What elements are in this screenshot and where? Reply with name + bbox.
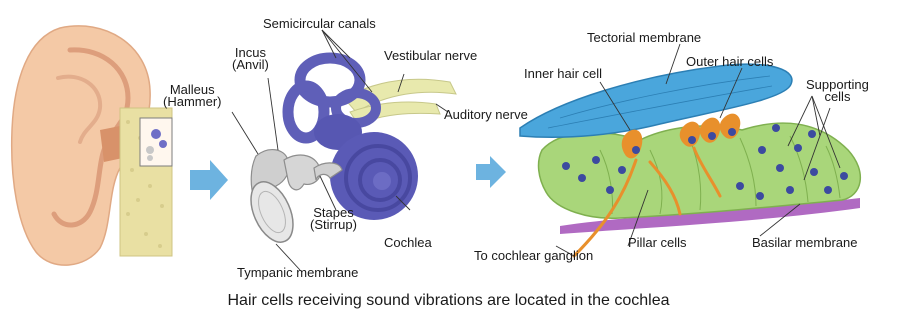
label-incus-common: (Anvil) xyxy=(232,59,269,71)
label-semicircular-canals: Semicircular canals xyxy=(263,17,376,30)
label-supporting-cells: Supporting cells xyxy=(806,79,869,103)
label-basilar-membrane: Basilar membrane xyxy=(752,236,858,249)
label-inner-hair-cell: Inner hair cell xyxy=(524,67,602,80)
outer-ear-illustration xyxy=(12,26,172,265)
label-stapes: Stapes (Stirrup) xyxy=(310,207,357,231)
label-cochlea: Cochlea xyxy=(384,236,432,249)
label-outer-hair-cells: Outer hair cells xyxy=(686,55,773,68)
label-tectorial-membrane: Tectorial membrane xyxy=(587,31,701,44)
label-tympanic-membrane: Tympanic membrane xyxy=(237,266,358,279)
label-incus: Incus (Anvil) xyxy=(232,47,269,71)
label-stapes-common: (Stirrup) xyxy=(310,219,357,231)
figure-caption: Hair cells receiving sound vibrations ar… xyxy=(0,292,897,310)
label-vestibular-nerve: Vestibular nerve xyxy=(384,49,477,62)
label-malleus: Malleus (Hammer) xyxy=(163,84,222,108)
arrow-icon xyxy=(190,160,228,200)
label-malleus-common: (Hammer) xyxy=(163,96,222,108)
label-auditory-nerve: Auditory nerve xyxy=(444,108,528,121)
arrow-icon xyxy=(476,156,506,188)
label-supporting-cells-line2: cells xyxy=(806,91,869,103)
label-to-cochlear-ganglion: To cochlear ganglion xyxy=(474,249,593,262)
label-pillar-cells: Pillar cells xyxy=(628,236,687,249)
